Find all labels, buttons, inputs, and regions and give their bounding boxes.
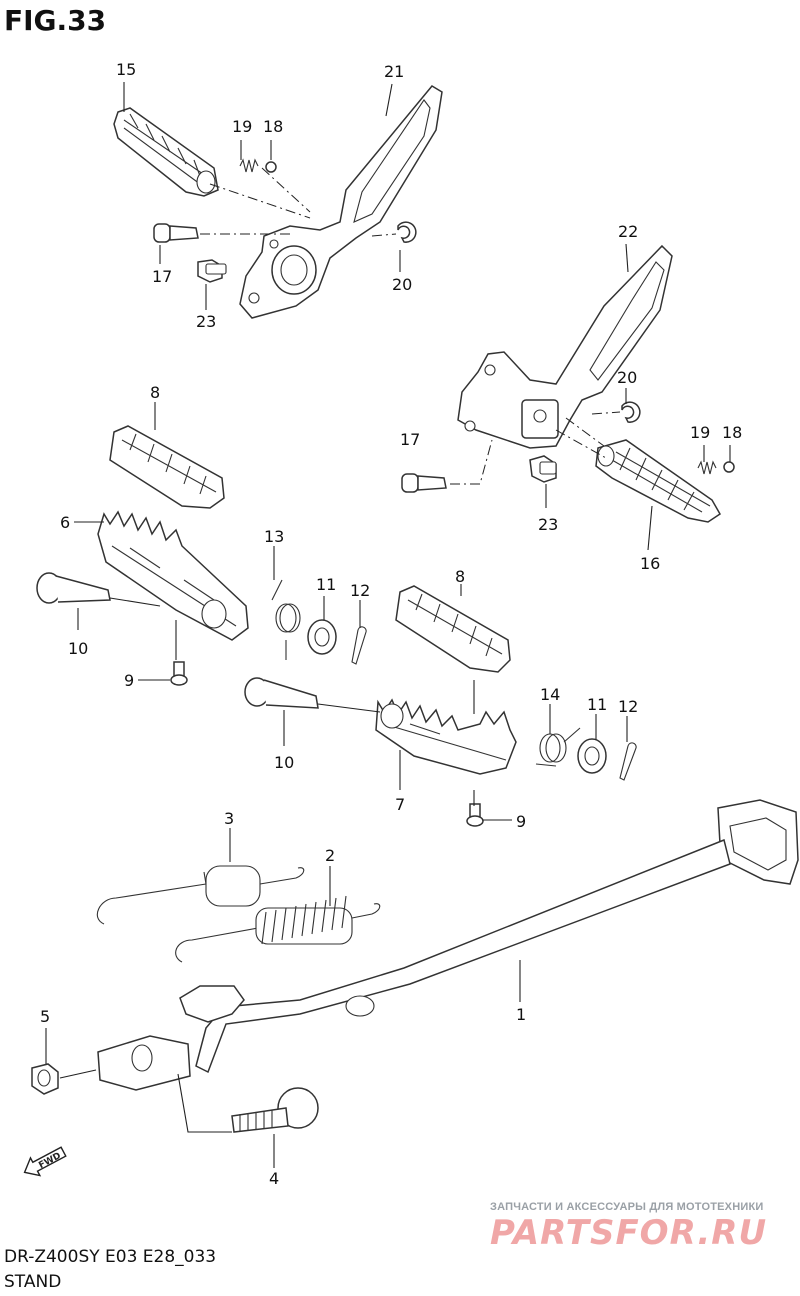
callout-23: 23: [196, 312, 216, 331]
callout-20: 20: [617, 368, 637, 387]
callout-15: 15: [116, 60, 136, 79]
part-4-stand-bolt[interactable]: [231, 1087, 319, 1133]
watermark-logo: PARTSFOR.RU: [490, 1213, 768, 1253]
callout-6: 6: [60, 513, 70, 532]
part-19-spring-left[interactable]: [239, 158, 259, 173]
callout-3: 3: [224, 809, 234, 828]
part-10-pin-upper[interactable]: [36, 572, 111, 604]
part-22-footrest-bracket-right[interactable]: [457, 244, 673, 449]
callout-9: 9: [516, 812, 526, 831]
part-6-footpeg-assy-upper[interactable]: [97, 510, 249, 641]
callout-9: 9: [124, 671, 134, 690]
part-17-pin-left[interactable]: [153, 223, 199, 243]
arrow-fwd-icon: FWD: [23, 1146, 67, 1177]
callout-12: 12: [350, 581, 370, 600]
callout-16: 16: [640, 554, 660, 573]
part-23-bolt-left[interactable]: [197, 259, 227, 283]
part-10-pin-lower[interactable]: [244, 677, 319, 709]
callout-1: 1: [516, 1005, 526, 1024]
part-7-footpeg-assy-lower[interactable]: [375, 698, 517, 775]
callout-17: 17: [152, 267, 172, 286]
callout-20: 20: [392, 275, 412, 294]
part-12-cotter-pin-upper[interactable]: [351, 626, 367, 665]
part-12-cotter-pin-lower[interactable]: [619, 742, 637, 781]
callout-21: 21: [384, 62, 404, 81]
callout-5: 5: [40, 1007, 50, 1026]
callout-18: 18: [263, 117, 283, 136]
part-15-footpeg-left[interactable]: [113, 107, 219, 197]
callout-12: 12: [618, 697, 638, 716]
part-13-torsion-spring[interactable]: [271, 579, 301, 660]
callout-13: 13: [264, 527, 284, 546]
callout-2: 2: [325, 846, 335, 865]
part-11-washer-upper[interactable]: [307, 619, 337, 655]
callout-11: 11: [587, 695, 607, 714]
part-19-spring-right[interactable]: [697, 460, 717, 475]
callout-22: 22: [618, 222, 638, 241]
part-20-clip-right[interactable]: [621, 401, 641, 423]
callout-19: 19: [690, 423, 710, 442]
part-8-footpeg-rubber-upper[interactable]: [109, 425, 225, 509]
figure-caption: STAND: [4, 1272, 62, 1292]
part-16-footpeg-right[interactable]: [595, 439, 721, 523]
part-9-bolt-upper[interactable]: [170, 661, 188, 686]
callout-8: 8: [455, 567, 465, 586]
callout-17: 17: [400, 430, 420, 449]
callout-7: 7: [395, 795, 405, 814]
part-18-ball-right[interactable]: [723, 461, 735, 473]
part-5-nut[interactable]: [31, 1063, 59, 1095]
watermark-tagline: ЗАПЧАСТИ И АКСЕССУАРЫ ДЛЯ МОТОТЕХНИКИ: [490, 1201, 764, 1213]
part-20-clip-left[interactable]: [397, 221, 417, 243]
part-14-torsion-spring[interactable]: [535, 727, 581, 767]
part-17-pin-right[interactable]: [401, 473, 447, 493]
callout-11: 11: [316, 575, 336, 594]
callout-10: 10: [274, 753, 294, 772]
callout-19: 19: [232, 117, 252, 136]
callout-18: 18: [722, 423, 742, 442]
figure-title: FIG.33: [4, 4, 107, 37]
model-code: DR-Z400SY E03 E28_033: [4, 1247, 217, 1267]
callout-23: 23: [538, 515, 558, 534]
callout-10: 10: [68, 639, 88, 658]
stand-pivot-bracket: [97, 1035, 191, 1091]
part-1-side-stand[interactable]: [179, 799, 799, 1074]
callout-labels: 15 21 19 18 17 20 23 22 20 19 18 17 23 1…: [40, 60, 742, 1188]
part-21-footrest-bracket-left[interactable]: [239, 85, 443, 319]
part-2-stand-spring[interactable]: [175, 895, 381, 963]
callout-14: 14: [540, 685, 560, 704]
leader-lines: [45, 82, 731, 1168]
part-11-washer-lower[interactable]: [577, 738, 607, 774]
callout-8: 8: [150, 383, 160, 402]
part-18-ball-left[interactable]: [265, 161, 277, 173]
part-23-bolt-right[interactable]: [529, 455, 557, 483]
part-3-stand-spring[interactable]: [96, 865, 305, 925]
callout-4: 4: [269, 1169, 279, 1188]
part-8-footpeg-rubber-lower[interactable]: [395, 585, 511, 673]
part-9-bolt-lower[interactable]: [466, 803, 484, 827]
